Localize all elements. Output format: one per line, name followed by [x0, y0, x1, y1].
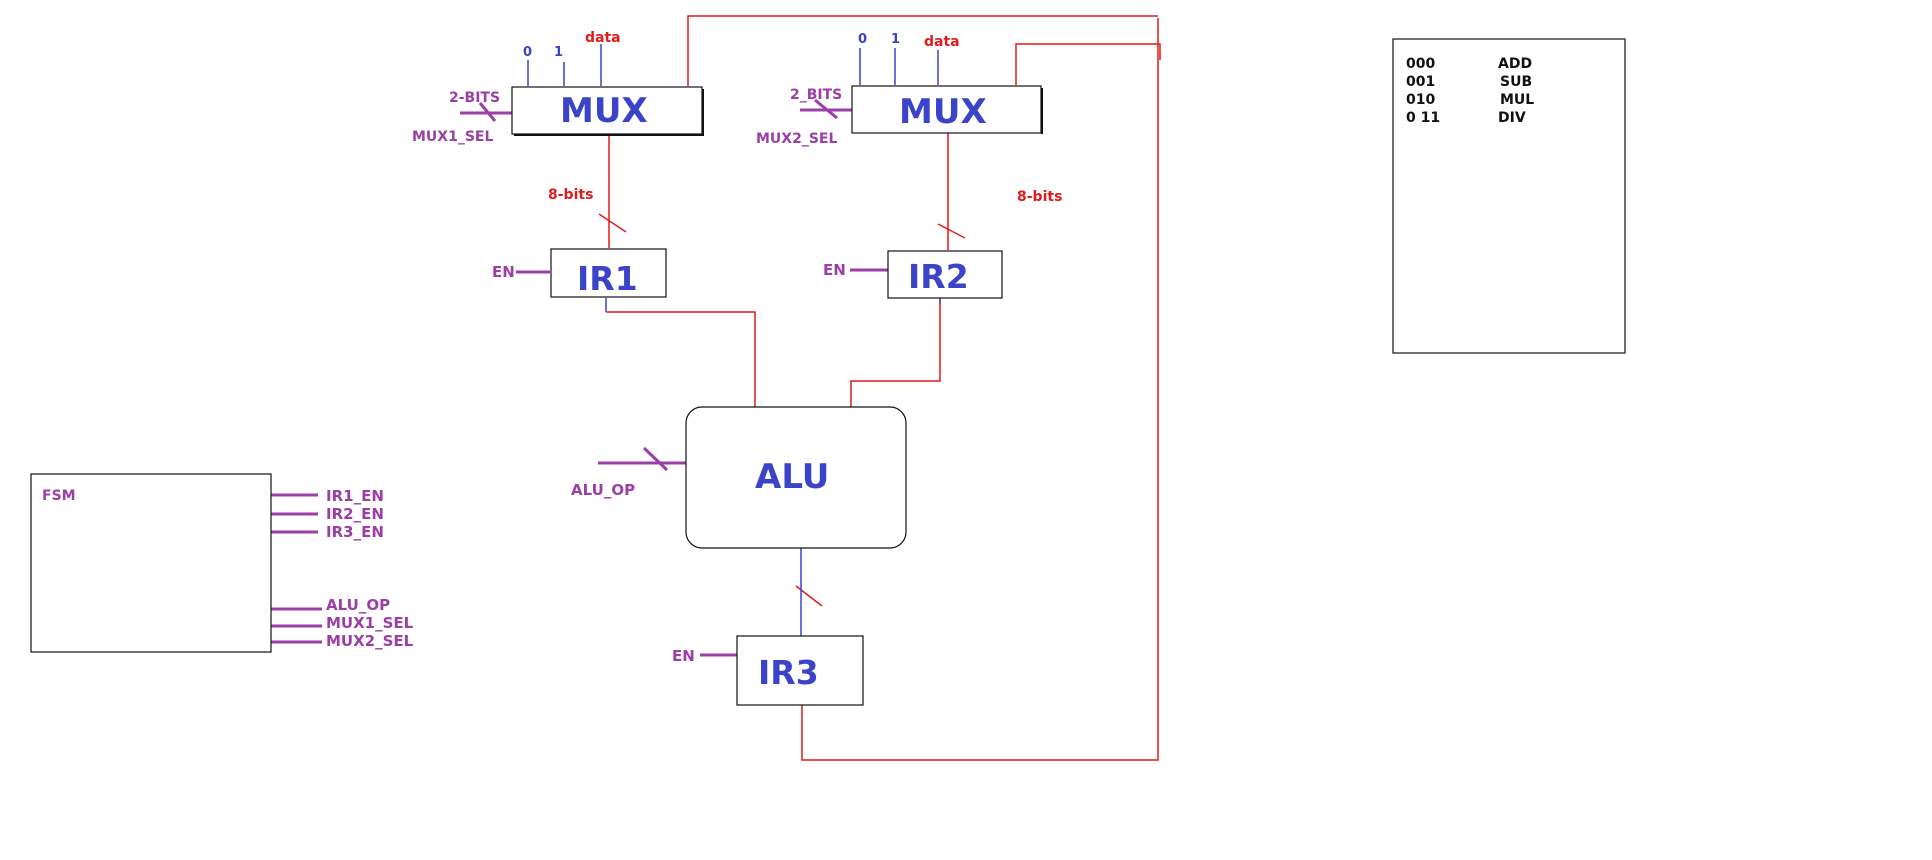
mux1-select-signal: MUX1_SEL: [412, 129, 493, 145]
bus-alu-ir3-slash: [795, 585, 823, 607]
feedback-wire-mux2: [1015, 43, 1161, 85]
ir1-label: IR1: [577, 259, 638, 298]
mux2-select-signal: MUX2_SEL: [756, 131, 837, 147]
control-wires: [271, 98, 888, 657]
mux2-input-1: 1: [891, 32, 900, 47]
ir3-enable-label: EN: [672, 647, 695, 665]
opcode-code-1: 001: [1406, 74, 1435, 90]
alu-label: ALU: [755, 457, 829, 497]
feedback-wire-ir3: [801, 18, 1159, 761]
fsm-output-mux1-sel: MUX1_SEL: [326, 614, 414, 632]
fsm-output-alu-op: ALU_OP: [326, 596, 390, 614]
fsm-block[interactable]: [30, 473, 272, 653]
mux2-block[interactable]: [851, 85, 1042, 134]
ir3-label: IR3: [758, 653, 819, 692]
red-wires: [598, 15, 1161, 761]
opcode-op-2: MUL: [1500, 92, 1534, 108]
blue-wires: [527, 44, 941, 636]
bus-mux2-slash: [937, 223, 966, 239]
bus1-width-label: 8-bits: [548, 187, 593, 203]
opcode-op-0: ADD: [1498, 56, 1532, 72]
fsm-output-mux2-sel: MUX2_SEL: [326, 632, 414, 650]
mux1-input-data: data: [585, 30, 621, 46]
mux1-input-1: 1: [554, 45, 563, 60]
mux2-sel-slash: [814, 98, 838, 120]
blocks: [30, 38, 1626, 706]
mux2-label: MUX: [899, 92, 987, 132]
wire-ir1-alu: [606, 311, 756, 407]
opcode-code-0: 000: [1406, 56, 1435, 72]
alu-block[interactable]: [685, 406, 907, 549]
fsm-output-ir2-en: IR2_EN: [326, 505, 384, 523]
fsm-output-ir3-en: IR3_EN: [326, 523, 384, 541]
mux2-input-0: 0: [858, 32, 867, 47]
feedback-wire-mux1: [687, 15, 1158, 86]
wire-ir2-alu: [850, 300, 941, 407]
ir2-enable-label: EN: [823, 261, 846, 279]
ir2-label: IR2: [908, 257, 969, 296]
bus2-width-label: 8-bits: [1017, 189, 1062, 205]
bus-mux1-slash: [598, 213, 627, 233]
mux1-input-0: 0: [523, 45, 532, 60]
opcode-code-3: 0 11: [1406, 110, 1440, 126]
fsm-label: FSM: [42, 488, 76, 504]
alu-op-slash: [642, 446, 669, 472]
fsm-output-ir1-en: IR1_EN: [326, 487, 384, 505]
mux1-sel-slash: [478, 102, 497, 122]
ir1-enable-label: EN: [492, 263, 515, 281]
opcode-op-3: DIV: [1498, 110, 1526, 126]
opcode-code-2: 010: [1406, 92, 1435, 108]
opcode-op-1: SUB: [1500, 74, 1532, 90]
mux1-select-width: 2-BITS: [449, 90, 500, 106]
alu-op-label: ALU_OP: [571, 481, 635, 499]
mux2-input-data: data: [924, 34, 960, 50]
ir2-block[interactable]: [887, 250, 1003, 299]
mux1-label: MUX: [560, 91, 648, 131]
mux2-select-width: 2_BITS: [790, 87, 842, 103]
opcode-table-box: [1392, 38, 1626, 354]
ir3-block[interactable]: [736, 635, 864, 706]
ir1-block[interactable]: [550, 248, 667, 298]
